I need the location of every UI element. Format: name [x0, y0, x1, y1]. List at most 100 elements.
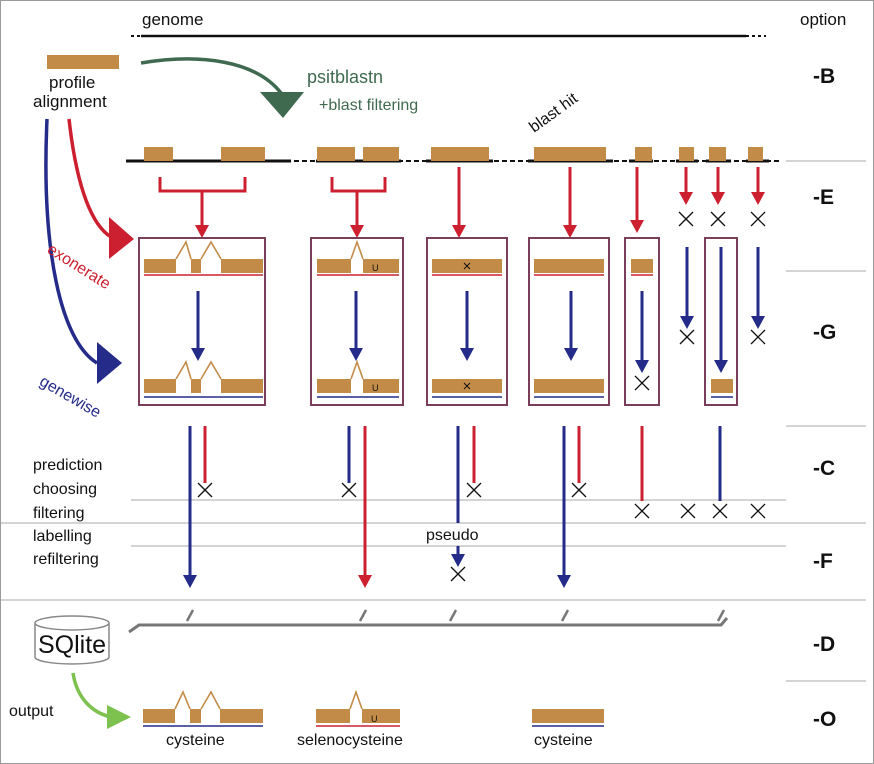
- option-O: -O: [813, 708, 837, 731]
- exonerate-arrow-2-head: [630, 220, 644, 233]
- database-bar: [128, 617, 729, 634]
- output-3-exon: [532, 709, 604, 723]
- sqlite-label: SQlite: [38, 631, 107, 659]
- result-cysteine-2: cysteine: [534, 732, 593, 749]
- selected-arrow-2-head: [557, 575, 571, 588]
- exonerate-arrow-1-head: [563, 225, 577, 238]
- database-tick-1: [358, 609, 368, 622]
- box1-genewise-exon-a: [144, 379, 176, 393]
- genewise-curve: [44, 118, 98, 365]
- output-2-u: U: [371, 714, 378, 724]
- candidate-box-4: [624, 237, 660, 406]
- blast-hit-5: [534, 147, 606, 161]
- psitblastn-label: psitblastn: [307, 67, 384, 87]
- box1-exonerate-exon-b: [191, 259, 201, 273]
- genewise-only-cross-1-b: [750, 329, 766, 345]
- pseudo-arrow-head: [451, 554, 465, 567]
- rejected-cross-0-b: [197, 482, 213, 498]
- blast-hit-4: [431, 147, 489, 161]
- box4-genewise-exon: [534, 379, 604, 393]
- box5-exonerate-exon: [631, 259, 653, 273]
- box2-genewise-exon-a: [317, 379, 351, 393]
- box2-genewise-exon-b: [363, 379, 399, 393]
- merge-bracket-0: [158, 177, 247, 193]
- box2-genewise-u: U: [372, 383, 379, 393]
- box5-genewise-cross-b: [634, 375, 650, 391]
- stage-refiltering: refiltering: [33, 551, 99, 568]
- box4-genewise-arrow-head: [564, 348, 578, 361]
- rejected-cross-2-b: [466, 482, 482, 498]
- option-E: -E: [813, 186, 834, 209]
- output-arrow-curve: [71, 672, 112, 719]
- exonerate-small-arrow-2-head: [751, 192, 765, 205]
- option-C: -C: [813, 457, 836, 480]
- genome-label: genome: [142, 10, 204, 29]
- box1-exonerate-exon-a: [144, 259, 176, 273]
- box1-exonerate-intron-b: [200, 240, 222, 260]
- stage-prediction: prediction: [33, 457, 103, 474]
- exonerate-head: [109, 217, 134, 259]
- box1-genewise-exon-b: [191, 379, 201, 393]
- merge-arrow-1-head: [350, 225, 364, 238]
- option-D: -D: [813, 633, 836, 656]
- stage-filtering: filtering: [33, 505, 85, 522]
- result-selenocysteine: selenocysteine: [297, 732, 403, 749]
- alignment-label: alignment: [33, 92, 107, 111]
- candidate-box-3: [528, 237, 610, 406]
- blast-hit-6: [635, 147, 652, 161]
- output-label: output: [9, 703, 54, 720]
- filter-cross-3-b: [750, 503, 766, 519]
- box1-genewise-intron-a: [175, 360, 192, 380]
- filter-cross-0-b: [634, 503, 650, 519]
- genewise-head: [97, 342, 122, 384]
- exonerate-small-arrow-1-head: [711, 192, 725, 205]
- exonerate-cross-0-b: [678, 211, 694, 227]
- box2-exonerate-exon-a: [317, 259, 351, 273]
- pseudo-label: pseudo: [426, 527, 479, 544]
- box1-exonerate-intron-a: [175, 240, 192, 260]
- option-B: -B: [813, 65, 836, 88]
- merge-bracket-1: [330, 177, 387, 193]
- exonerate-small-arrow-0-head: [679, 192, 693, 205]
- output-1-exon-c: [220, 709, 263, 723]
- blast-hit-9: [748, 147, 763, 161]
- candidate-box-5: [704, 237, 738, 406]
- blast-hit-2: [317, 147, 355, 161]
- box1-exonerate-exon-c: [221, 259, 263, 273]
- output-1-intron-b: [200, 690, 221, 710]
- box4-exonerate-exon: [534, 259, 604, 273]
- box2-exonerate-u: U: [372, 263, 379, 273]
- box3-genewise-arrow-head: [460, 348, 474, 361]
- blast-filtering-label: +blast filtering: [319, 97, 419, 114]
- psitblastn-arrow-head: [260, 92, 304, 118]
- box2-exonerate-exon-b: [363, 259, 399, 273]
- stage-labelling: labelling: [33, 528, 92, 545]
- database-tick-4: [716, 609, 726, 622]
- profile-label: profile: [49, 73, 96, 92]
- box1-genewise-intron-b: [200, 360, 222, 380]
- pseudo-cross-b: [450, 566, 466, 582]
- exonerate-curve: [67, 118, 112, 239]
- rejected-cross-3-b: [571, 482, 587, 498]
- database-tick-0: [185, 609, 195, 622]
- genewise-only-cross-0-b: [679, 329, 695, 345]
- output-arrow-head: [107, 705, 131, 729]
- exonerate-cross-1-b: [710, 211, 726, 227]
- candidate-box-2: [426, 237, 508, 406]
- filter-cross-2-b: [712, 503, 728, 519]
- result-cysteine-1: cysteine: [166, 732, 225, 749]
- profile-block: [47, 55, 119, 69]
- psitblastn-arrow-curve: [140, 57, 283, 95]
- database-tick-3: [560, 609, 570, 622]
- box2-genewise-arrow-head: [349, 348, 363, 361]
- blast-hit-3: [363, 147, 399, 161]
- box6-genewise-exon: [711, 379, 733, 393]
- stage-choosing: choosing: [33, 481, 98, 498]
- output-2-exon-a: [316, 709, 350, 723]
- blast-hit-1: [221, 147, 265, 161]
- exonerate-cross-2-b: [750, 211, 766, 227]
- output-1-exon-a: [143, 709, 175, 723]
- output-1-exon-b: [190, 709, 201, 723]
